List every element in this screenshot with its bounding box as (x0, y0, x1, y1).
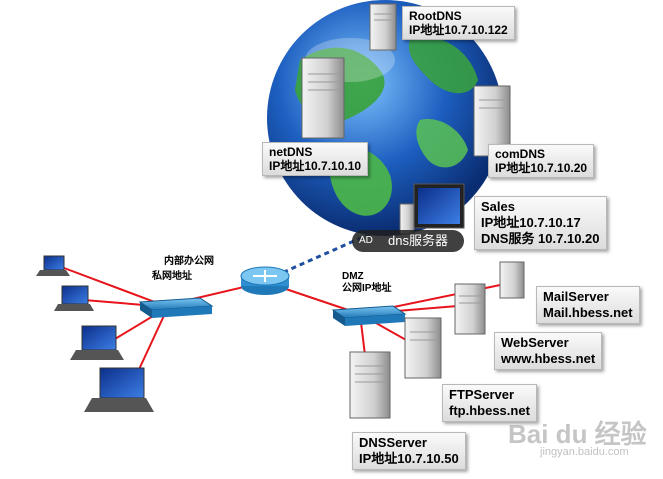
web-server-host: www.hbess.net (501, 351, 596, 366)
root-dns-name: RootDNS (409, 9, 462, 23)
mail-server-host: Mail.hbess.net (543, 305, 633, 320)
net-dns-server-icon (301, 57, 345, 139)
sales-name: Sales (481, 199, 515, 214)
dns-server-ip: IP地址10.7.10.50 (359, 451, 459, 466)
ad-badge: AD (359, 235, 373, 246)
mail-server-label: MailServer Mail.hbess.net (536, 286, 640, 324)
ftp-server-name: FTPServer (449, 387, 515, 402)
ftp-server-label: FTPServer ftp.hbess.net (442, 384, 537, 422)
dmz-switch-icon (331, 305, 407, 326)
laptop-icon-1 (36, 255, 70, 276)
net-dns-name: netDNS (269, 145, 313, 159)
router-icon (240, 266, 290, 295)
laptop-icon-2 (54, 285, 94, 311)
root-dns-label: RootDNS IP地址10.7.10.122 (402, 6, 515, 40)
internal-links (63, 267, 266, 379)
internal-zone-label-1: 内部办公网 (164, 256, 214, 267)
root-dns-server-icon (369, 3, 397, 51)
com-dns-label: comDNS IP地址10.7.10.20 (488, 144, 595, 178)
mail-server-icon (454, 283, 486, 335)
web-server-label: WebServer www.hbess.net (494, 332, 603, 370)
root-dns-ip: IP地址10.7.10.122 (409, 23, 508, 37)
dns-server-label: DNSServer IP地址10.7.10.50 (352, 432, 466, 470)
ad-text: dns服务器 (388, 233, 448, 248)
com-dns-name: comDNS (495, 147, 546, 161)
baidu-watermark: Bai du 经验 (508, 419, 647, 449)
web-server-name: WebServer (501, 335, 569, 350)
net-dns-ip: IP地址10.7.10.10 (269, 159, 362, 173)
sales-workstation-icon (399, 183, 465, 235)
net-dns-label: netDNS IP地址10.7.10.10 (262, 142, 369, 176)
link-laptop1 (63, 267, 169, 308)
com-dns-ip: IP地址10.7.10.20 (495, 161, 588, 175)
ftp-server-host: ftp.hbess.net (449, 403, 530, 418)
dmz-server-icon-top (499, 261, 525, 299)
internal-zone-label-2: 私网地址 (152, 271, 192, 282)
dmz-zone-label-1: DMZ (342, 271, 364, 282)
web-server-icon (404, 317, 442, 379)
internal-switch-icon (138, 297, 214, 318)
laptop-icon-4 (84, 367, 154, 412)
ad-overlay[interactable]: AD dns服务器 (352, 230, 464, 252)
dmz-zone-label-2: 公网IP地址 (342, 283, 392, 294)
baidu-watermark-url: jingyan.baidu.com (540, 446, 629, 458)
link-laptop4 (134, 306, 169, 379)
sales-label: Sales IP地址10.7.10.17 DNS服务 10.7.10.20 (474, 196, 607, 250)
sales-ip: IP地址10.7.10.17 (481, 215, 581, 230)
laptop-icon-3 (70, 325, 124, 360)
sales-dns: DNS服务 10.7.10.20 (481, 231, 600, 246)
dns-server-name: DNSServer (359, 435, 427, 450)
mail-server-name: MailServer (543, 289, 609, 304)
dns-server-icon (349, 351, 391, 419)
